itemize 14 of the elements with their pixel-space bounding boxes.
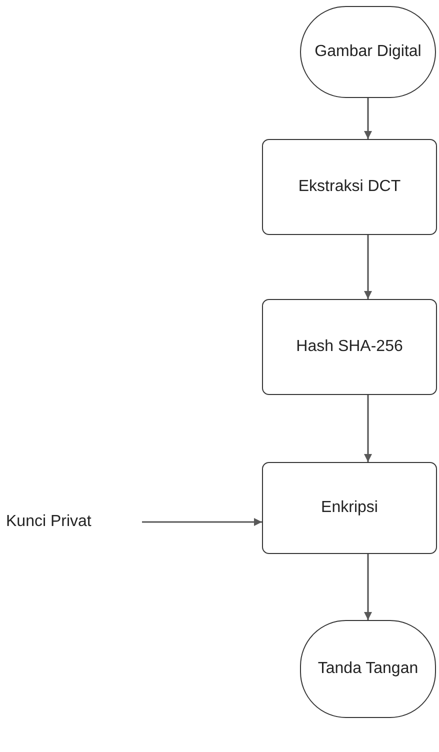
arrow [364,235,372,299]
process-box [262,462,437,554]
node-label: Hash SHA-256 [296,338,403,356]
input-label: Kunci Privat [6,510,136,534]
arrow [364,554,372,620]
node-label: Enkripsi [321,499,378,517]
node-label: Ekstraksi DCT [298,178,401,196]
node-label: Gambar Digital [314,43,422,61]
process-box [262,299,437,395]
arrow [364,98,372,139]
arrow [364,395,372,462]
process-box [262,139,437,235]
arrow [142,518,262,526]
node-label: Tanda Tangan [318,660,418,678]
